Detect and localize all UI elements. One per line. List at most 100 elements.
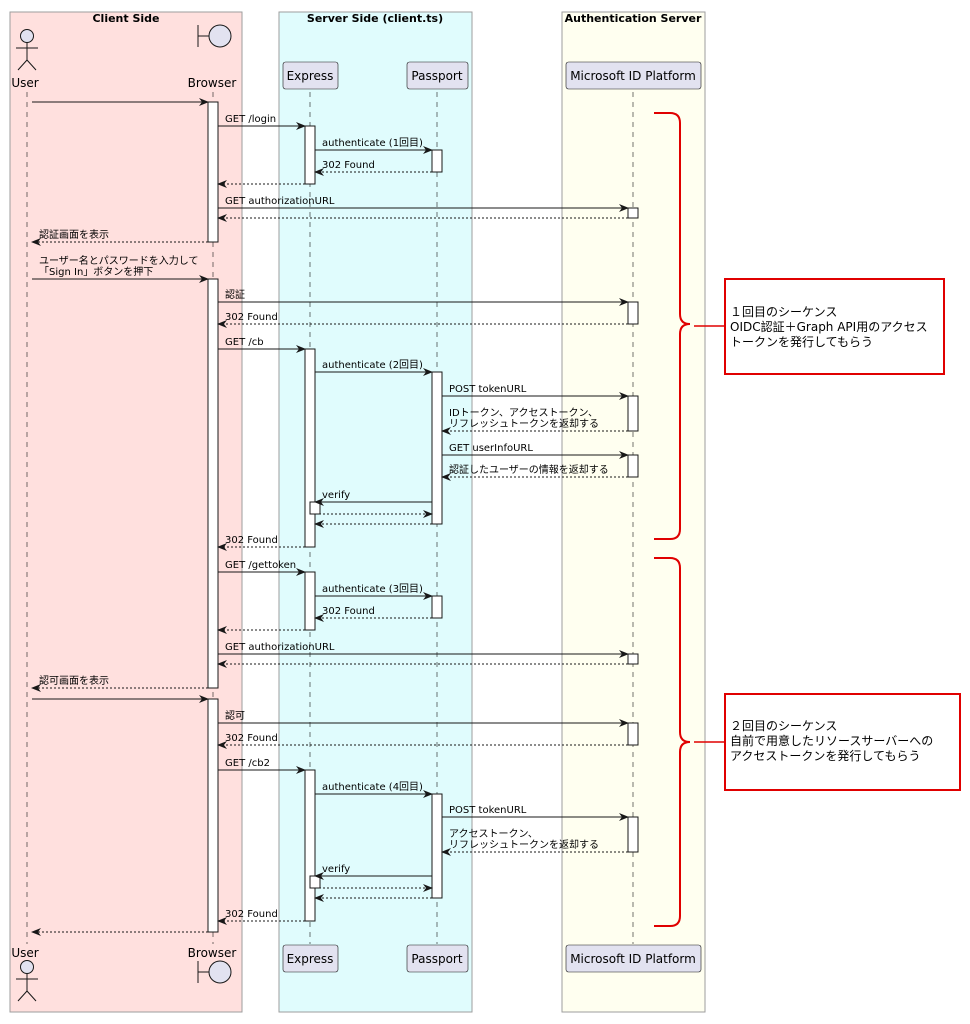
participant-label-express: Express <box>287 69 334 83</box>
activation-bar <box>304 769 316 922</box>
participant-label-msid: Microsoft ID Platform <box>570 69 696 83</box>
message-label: GET userInfoURL <box>449 443 533 454</box>
participant-browser-bottom: Browser <box>188 946 237 984</box>
message: authenticate (4回目) <box>315 781 433 798</box>
message: GET /login <box>218 114 306 130</box>
activation-bar <box>431 149 443 173</box>
box-client-side: Client Side <box>9 11 243 1013</box>
message-label: ユーザー名とパスワードを入力して「Sign In」ボタンを押下 <box>39 254 199 278</box>
activation-bar <box>304 348 316 548</box>
participant-express-bottom: Express <box>282 944 339 973</box>
message-label: GET /cb <box>225 337 264 348</box>
participant-label-user: User <box>11 946 38 960</box>
message-label: GET /login <box>225 114 276 125</box>
message: POST tokenURL <box>442 805 629 821</box>
box-title-auth: Authentication Server <box>565 12 702 25</box>
activation-bar <box>304 571 316 631</box>
participant-passport-top: Passport <box>406 61 469 90</box>
activation-bar <box>627 395 639 432</box>
activation-bar <box>627 301 639 325</box>
message-label: verify <box>322 864 350 875</box>
activation-bar <box>627 653 639 665</box>
participant-label-express: Express <box>287 952 334 966</box>
message-label: 認証画面を表示 <box>39 228 109 241</box>
participant-label-passport: Passport <box>411 952 462 966</box>
participant-label-user: User <box>11 76 38 90</box>
participant-user-top: User <box>11 29 39 90</box>
message-label: 認証したユーザーの情報を返却する <box>449 463 609 476</box>
activation-bar <box>627 207 639 219</box>
message-label: GET /gettoken <box>225 560 296 571</box>
message: 302 Found <box>217 535 305 551</box>
activation-bar <box>207 278 219 689</box>
activation-bar <box>431 371 443 525</box>
participant-msid-bottom: Microsoft ID Platform <box>565 944 702 973</box>
message: POST tokenURL <box>442 384 629 400</box>
message-label: 302 Found <box>225 535 278 546</box>
activation-bar <box>304 125 316 185</box>
message: GET /cb <box>218 337 306 353</box>
message: 302 Found <box>217 733 628 749</box>
message: GET authorizationURL <box>218 196 629 212</box>
boundary-icon <box>197 960 232 984</box>
message-label: 302 Found <box>225 312 278 323</box>
participant-label-msid: Microsoft ID Platform <box>570 952 696 966</box>
message: IDトークン、アクセストークン、リフレッシュトークンを返却する <box>441 407 628 435</box>
message: authenticate (2回目) <box>315 359 433 376</box>
brace-first-sequence <box>654 112 691 540</box>
message: 認可 <box>218 709 629 727</box>
message: 302 Found <box>217 909 305 925</box>
message-label: authenticate (1回目) <box>322 137 423 149</box>
message-label: GET authorizationURL <box>225 196 335 207</box>
participant-user-bottom: User <box>11 946 39 1002</box>
brace-second-sequence <box>654 557 691 927</box>
note-box-first-sequence <box>724 278 945 375</box>
activation-bar <box>309 875 321 889</box>
message-label: authenticate (2回目) <box>322 359 423 371</box>
message-label: verify <box>322 490 350 501</box>
participant-msid-top: Microsoft ID Platform <box>565 61 702 90</box>
box-auth-server: Authentication Server <box>561 11 706 1013</box>
message: 認証 <box>218 288 629 306</box>
message-label: GET /cb2 <box>225 758 270 769</box>
message: GET /cb2 <box>218 758 306 774</box>
box-title-server: Server Side (client.ts) <box>307 12 443 25</box>
message: アクセストークン、リフレッシュトークンを返却する <box>441 828 628 856</box>
activation-bar <box>431 793 443 899</box>
message-label: POST tokenURL <box>449 384 527 395</box>
note-box-second-sequence <box>724 693 961 791</box>
participant-label-browser: Browser <box>188 76 237 90</box>
message: 302 Found <box>314 606 432 622</box>
message: authenticate (3回目) <box>315 583 433 600</box>
message: authenticate (1回目) <box>315 137 433 154</box>
activation-bar <box>431 595 443 619</box>
message: 302 Found <box>314 160 432 176</box>
message: verify <box>314 864 432 880</box>
participant-label-browser: Browser <box>188 946 237 960</box>
message-label: アクセストークン、リフレッシュトークンを返却する <box>449 828 599 851</box>
message-label: GET authorizationURL <box>225 642 335 653</box>
message-label: 認証 <box>225 288 245 301</box>
message: ユーザー名とパスワードを入力して「Sign In」ボタンを押下 <box>32 254 209 283</box>
message-label: 認可 <box>225 709 245 722</box>
message: 認証画面を表示 <box>31 228 208 246</box>
activation-bars <box>207 101 639 933</box>
message-label: 認可画面を表示 <box>39 674 109 687</box>
note-text-second-sequence: ２回目のシーケンス自前で用意したリソースサーバーへのアクセストークンを発行しても… <box>730 719 933 763</box>
message: GET /gettoken <box>218 560 306 576</box>
participant-label-passport: Passport <box>411 69 462 83</box>
message-label: 302 Found <box>322 606 375 617</box>
message-label: 302 Found <box>225 909 278 920</box>
message: GET authorizationURL <box>218 642 629 658</box>
message-label: authenticate (4回目) <box>322 781 423 793</box>
participant-passport-bottom: Passport <box>406 944 469 973</box>
activation-bar <box>207 698 219 933</box>
participant-express-top: Express <box>282 61 339 90</box>
message-label: 302 Found <box>322 160 375 171</box>
boundary-icon <box>197 24 232 48</box>
participant-browser-top: Browser <box>188 24 237 90</box>
message: 認可画面を表示 <box>31 674 208 692</box>
